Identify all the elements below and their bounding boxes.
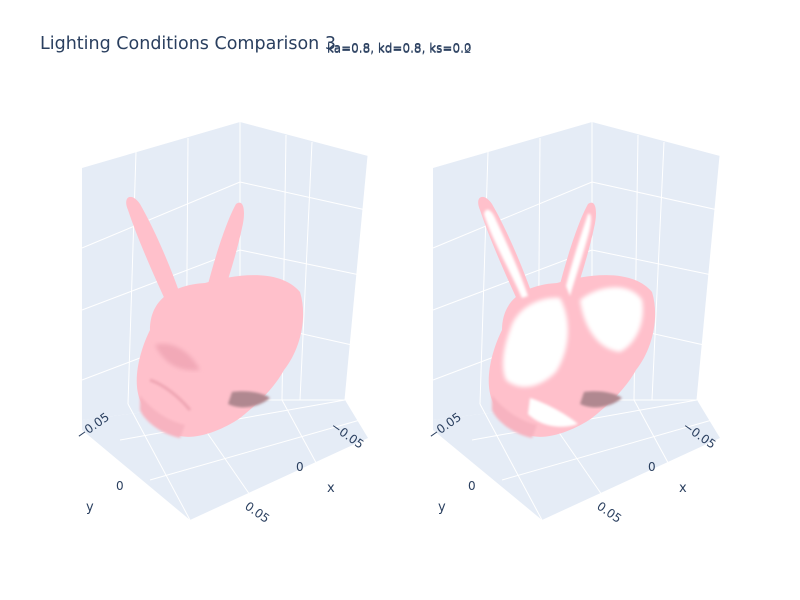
scene-1[interactable]: −0.05 0 −0.05 0 0.05 y x — [74, 122, 369, 526]
scene-2-x-tick-zero: 0 — [648, 460, 656, 474]
scene-1-x-tick-zero: 0 — [296, 460, 304, 474]
subplot-title-1: ka=0.8, kd=0.8, ks=0.0 — [327, 41, 472, 55]
scene-2-x-axis-title: x — [679, 481, 687, 496]
scene-2-x-tick-pos: 0.05 — [594, 499, 624, 526]
scene-1-x-tick-pos: 0.05 — [242, 499, 272, 526]
scene-1-floor — [82, 400, 368, 520]
scene-1-y-axis-title: y — [86, 500, 94, 515]
scene-2-y-tick-zero: 0 — [468, 479, 476, 493]
subplot-title-2: ka=0.8, kd=0.8, ks=0.2 — [327, 42, 472, 56]
scene-1-x-axis-title: x — [327, 481, 335, 496]
scene-2-floor — [433, 400, 720, 520]
scene-2-y-axis-title: y — [438, 500, 446, 515]
chart-title: Lighting Conditions Comparison 3 — [40, 34, 336, 54]
scene-1-bunny-mesh[interactable] — [126, 196, 304, 438]
scene-2[interactable]: −0.05 0 −0.05 0 0.05 y x — [426, 122, 721, 526]
scene-2-bunny-mesh[interactable] — [478, 196, 656, 438]
scene-1-y-tick-zero: 0 — [116, 479, 124, 493]
